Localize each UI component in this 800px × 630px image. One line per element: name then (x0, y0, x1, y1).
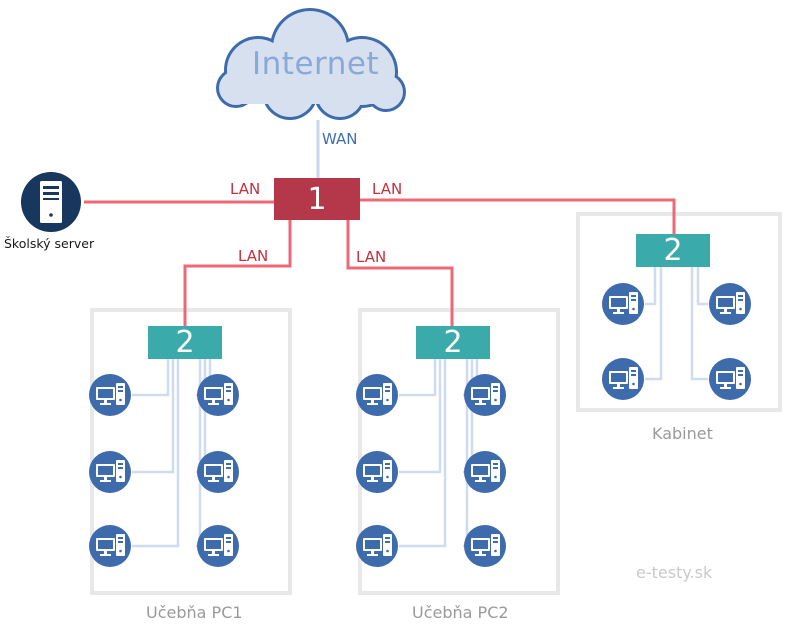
pc1-room-pc-left-2 (89, 451, 131, 493)
pc2-room-pc-right-3 (464, 525, 506, 567)
kabinet-pc-left-1 (602, 283, 644, 325)
pc2-room-drop-left-2 (399, 359, 442, 474)
workstations (89, 283, 751, 567)
room-frame-pc2 (358, 308, 560, 595)
pc2-room-pc-right-1 (464, 374, 506, 416)
watermark: e-testy.sk (636, 563, 713, 582)
pc2-room-pc-right-2 (464, 451, 506, 493)
access-switch-pc2-label: 2 (443, 325, 463, 360)
kabinet-pc-right-1 (709, 283, 751, 325)
server-icon (21, 172, 81, 232)
pc2-room-pc-left-3 (356, 525, 398, 567)
pc2-room-pc-left-1 (356, 374, 398, 416)
access-switch-kabinet (636, 234, 710, 267)
pc1-room-drop-left-1 (132, 359, 170, 397)
wan-label: WAN (322, 130, 358, 148)
lan-links (84, 198, 676, 326)
pc1-room-drop-left-2 (132, 359, 175, 474)
kabinet-pc-left-2 (602, 358, 644, 400)
lan-label-server: LAN (230, 180, 261, 198)
kabinet-drop-left-2 (645, 267, 663, 381)
pc1-room-pc-right-2 (197, 451, 239, 493)
pc2-room-drop-left-1 (399, 359, 437, 397)
core-switch (274, 178, 360, 220)
room-label-pc2: Učebňa PC2 (412, 603, 509, 622)
kabinet-drop-right-1 (696, 267, 708, 306)
core-switch-label: 1 (307, 181, 327, 217)
access-switch-pc2 (416, 326, 490, 359)
lan-link-kabinet (360, 198, 676, 234)
kabinet-drop-left-1 (645, 267, 657, 306)
lan-label-pc2: LAN (356, 248, 387, 266)
internet-cloud (216, 8, 406, 120)
room-label-pc1: Učebňa PC1 (146, 603, 243, 622)
access-switch-pc1 (148, 326, 222, 359)
server-label: Školský server (4, 236, 95, 251)
lan-link-pc2 (346, 220, 454, 326)
pc2-room-drop-left-3 (399, 359, 447, 548)
access-switch-pc1-label: 2 (175, 325, 195, 360)
kabinet-drop-right-2 (690, 267, 708, 381)
lan-link-pc1 (183, 220, 292, 326)
room-label-kabinet: Kabinet (652, 424, 713, 443)
pc1-room-pc-right-3 (197, 525, 239, 567)
pc1-room-drop-left-3 (132, 359, 180, 548)
kabinet-pc-right-2 (709, 358, 751, 400)
internet-label: Internet (252, 46, 380, 82)
room-frame-pc1 (90, 308, 292, 595)
pc2-room-pc-left-2 (356, 451, 398, 493)
pc1-room-pc-left-3 (89, 525, 131, 567)
room-frame-kabinet (576, 212, 782, 412)
lan-label-kabinet: LAN (372, 180, 403, 198)
access-switch-kabinet-label: 2 (663, 233, 683, 268)
lan-label-pc1: LAN (238, 247, 269, 265)
pc1-room-pc-right-1 (197, 374, 239, 416)
pc1-room-pc-left-1 (89, 374, 131, 416)
